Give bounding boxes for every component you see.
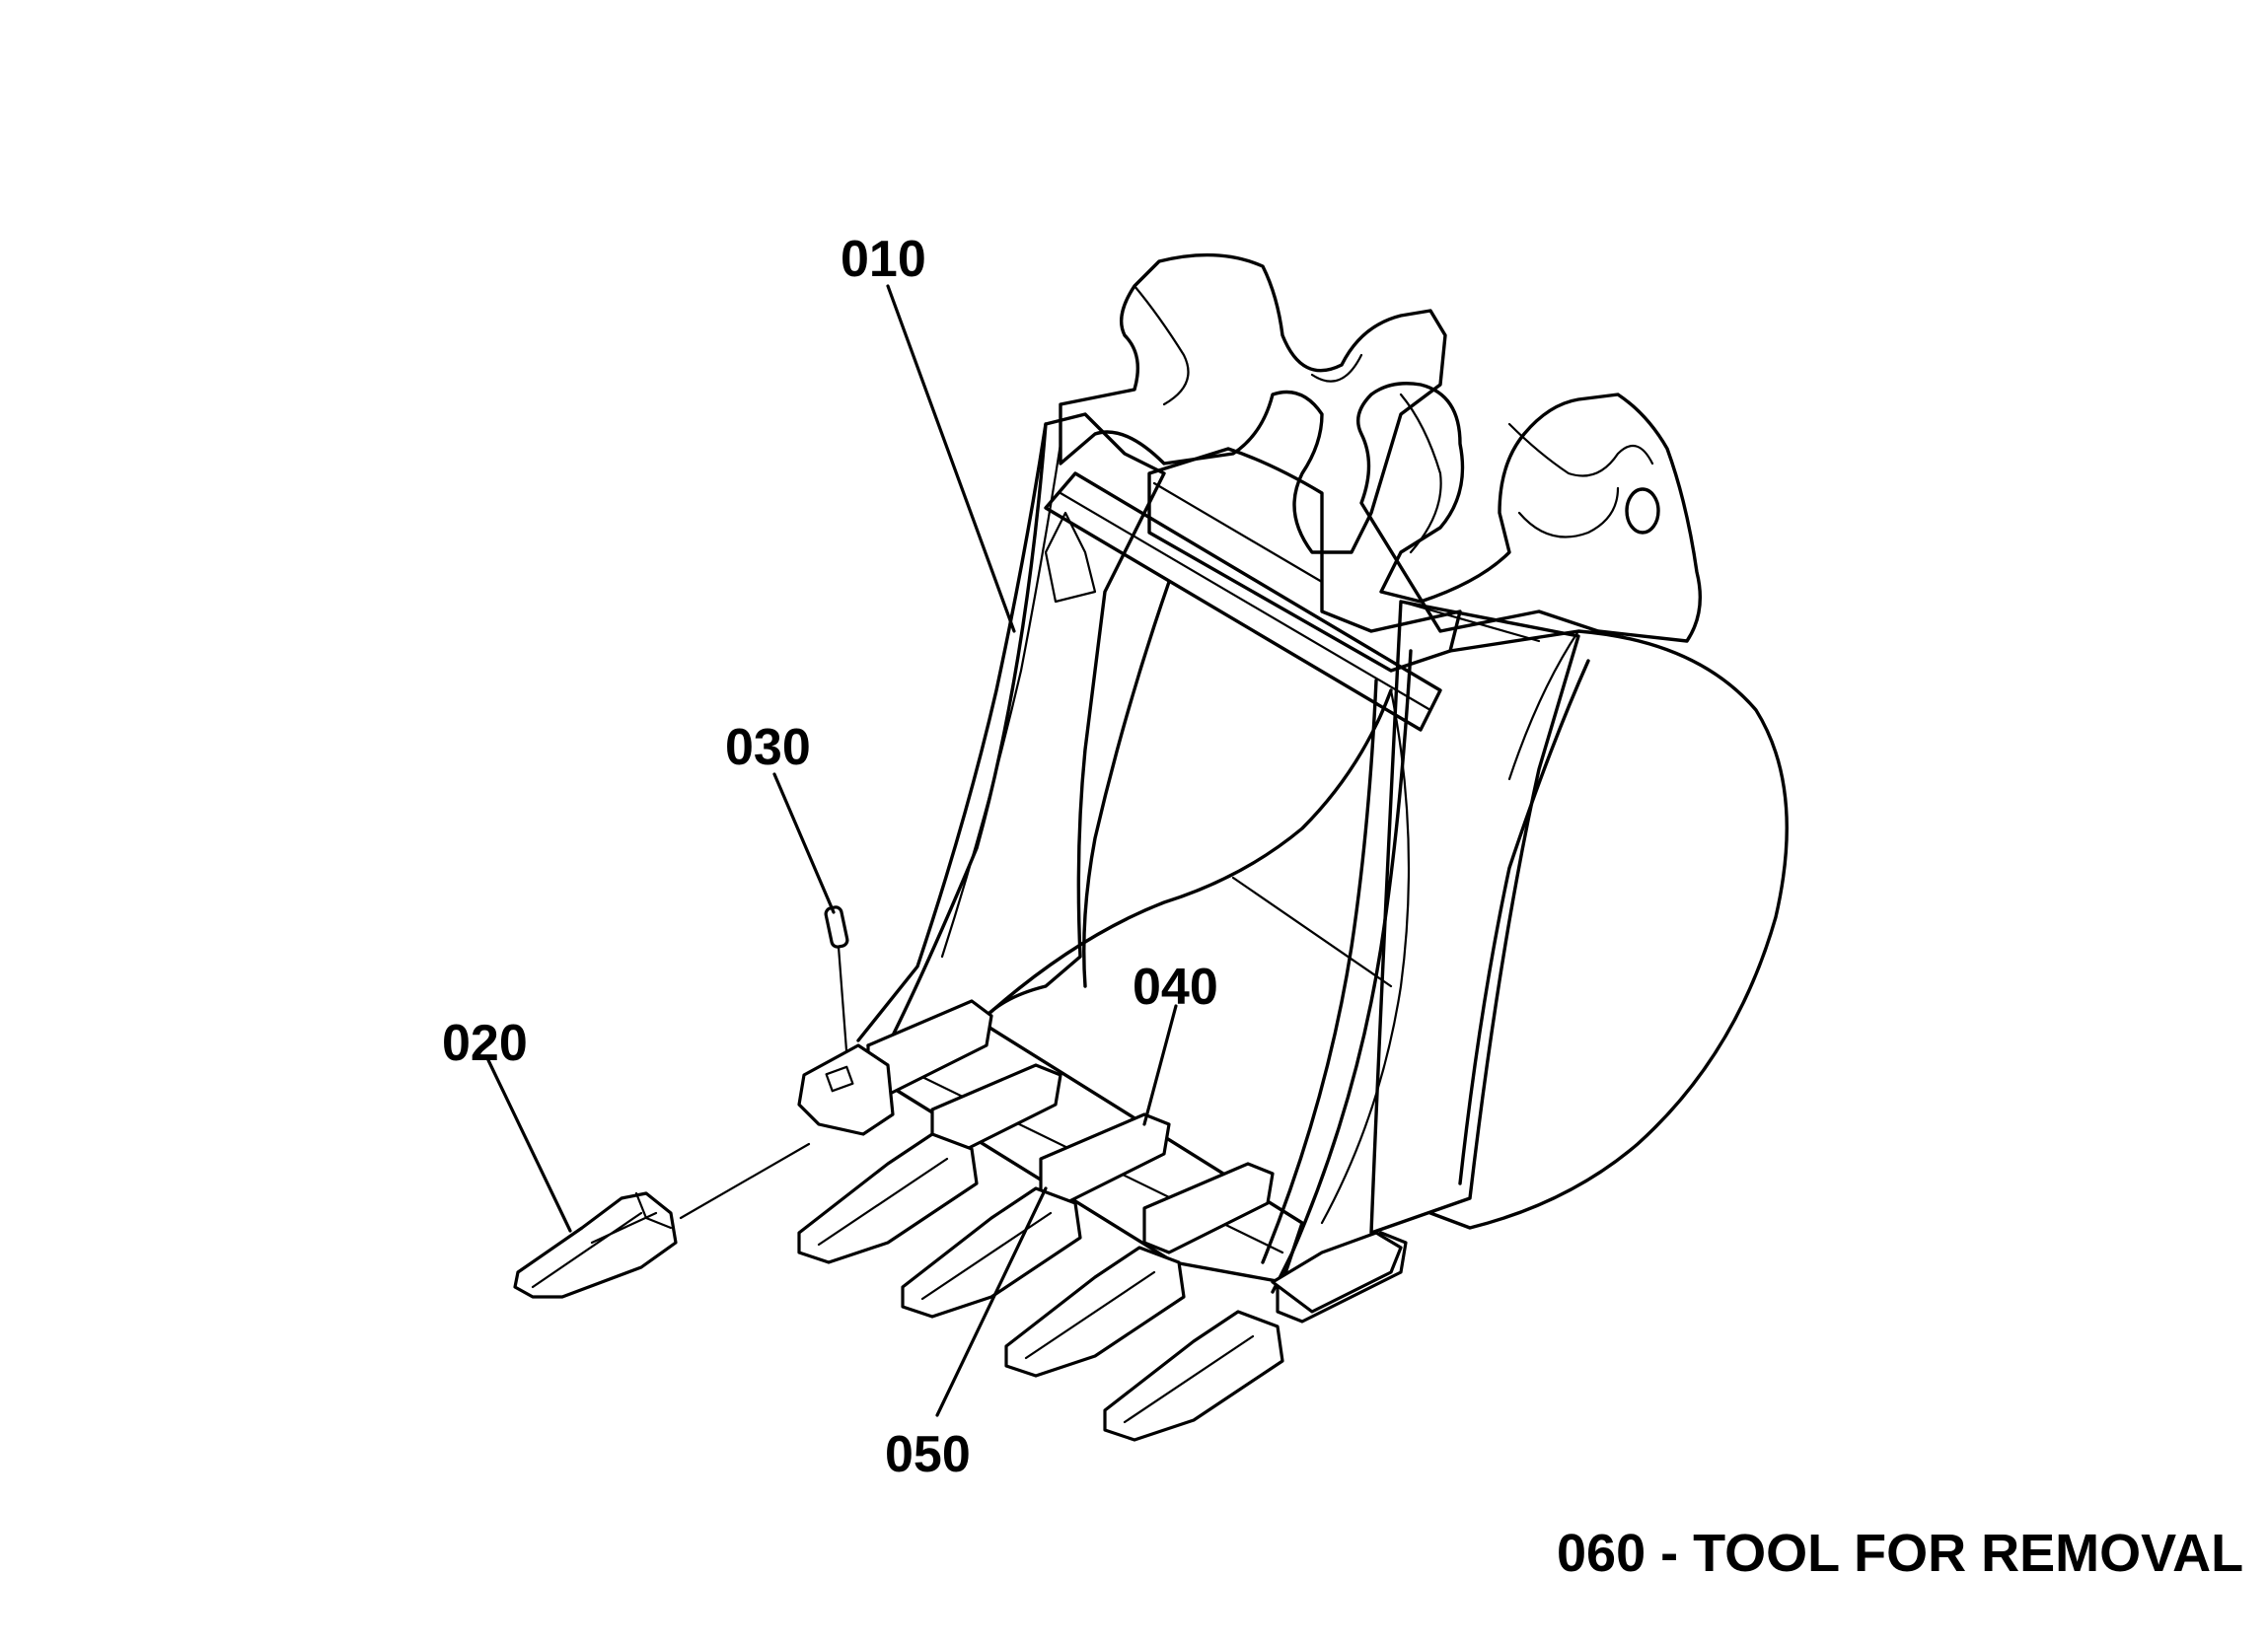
- adapter-3: [1039, 1112, 1171, 1205]
- exploded-tooth: [513, 1142, 811, 1299]
- pin-assembly-line: [837, 945, 848, 1052]
- bucket-scoop-back: [985, 688, 1393, 1018]
- tooth-1: [797, 1043, 895, 1136]
- leader-010: [886, 284, 1016, 633]
- pin-hole-right: [1625, 487, 1660, 535]
- tool-removal-note: 060 - TOOL FOR REMOVAL: [1557, 1524, 2243, 1583]
- tooth-6: [1271, 1231, 1403, 1314]
- leader-020: [486, 1058, 572, 1233]
- callout-020: 020: [442, 1015, 528, 1072]
- bucket-right-ear: [1356, 382, 1703, 643]
- bucket-right-plate: [1369, 600, 1580, 1235]
- callout-040: 040: [1133, 959, 1218, 1016]
- bucket-right-shell-edge: [1507, 629, 1580, 781]
- bucket-cross-tube: [1044, 471, 1442, 732]
- bucket-left-plate-edge: [856, 422, 1048, 1042]
- callout-010: 010: [841, 231, 926, 288]
- bucket-inner-opening: [1082, 580, 1171, 988]
- exploded-pin: [824, 905, 849, 1052]
- assembly-line: [679, 1142, 811, 1220]
- leader-040: [1142, 1004, 1178, 1126]
- bucket-right-shell-inner: [1458, 659, 1590, 1185]
- leader-050: [935, 1186, 1048, 1417]
- pin-030: [824, 905, 849, 949]
- bucket-left-ear: [1059, 252, 1447, 554]
- bucket-drawing: [856, 252, 1789, 1294]
- adapter-4: [1142, 1162, 1275, 1254]
- bucket-right-edge: [1271, 649, 1413, 1294]
- teeth-row: [797, 1043, 1403, 1442]
- callout-050: 050: [885, 1426, 971, 1483]
- leader-030: [772, 772, 836, 914]
- bucket-right-shell: [1428, 629, 1789, 1230]
- callout-030: 030: [725, 719, 811, 776]
- leader-lines: [486, 284, 1178, 1417]
